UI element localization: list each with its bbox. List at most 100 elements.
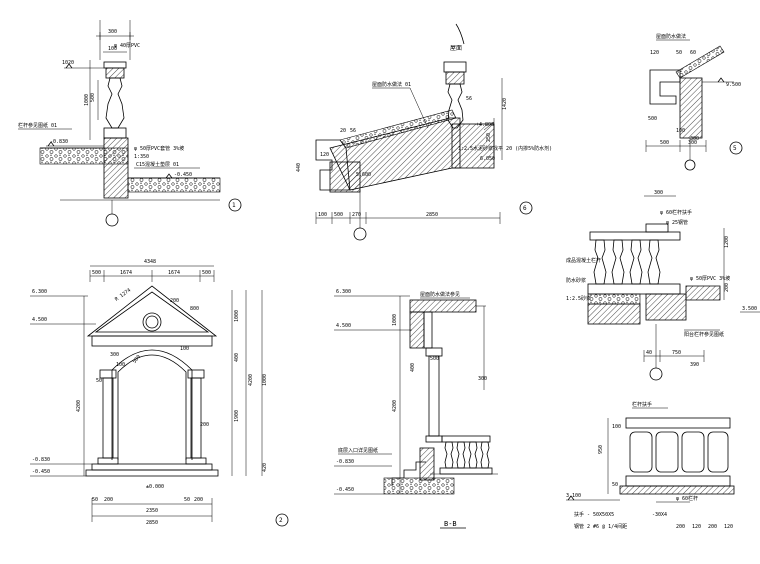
- e2-dim-4200a: 4200: [76, 400, 82, 412]
- bb-dim-1000: 1000: [392, 314, 398, 326]
- d6-level-5600: 5.600: [356, 172, 371, 178]
- bb-level-4500: 4.500: [336, 323, 351, 329]
- e2-level-neg0450: -0.450: [32, 469, 50, 475]
- dr-label-handrail: φ 60栏杆扶手: [660, 209, 692, 216]
- dr-label-screed: 1:2.5砂浆: [566, 295, 591, 302]
- d5-callout-circle: [729, 141, 743, 155]
- d6-callout: 6: [523, 205, 527, 212]
- d6-level-4800: +4.800: [476, 122, 494, 128]
- e2-dim-200: 200: [170, 298, 179, 304]
- e2-dim-radius: R 1274: [114, 287, 132, 302]
- bl-dim-120b: 120: [724, 524, 733, 530]
- d5-label-waterproof: 屋面防水做法: [656, 33, 686, 40]
- bl-level-3100: 3.100: [566, 493, 581, 499]
- e2-dim-500c: 300: [110, 352, 119, 358]
- e2-level-neg0830: -0.830: [32, 457, 50, 463]
- bl-panels: [629, 431, 729, 473]
- bl-dim-50: 50: [612, 482, 618, 488]
- bb-label-entrance: 底层入口详见图纸: [338, 447, 378, 454]
- bl-dim-120a: 120: [692, 524, 701, 530]
- e2-dim-50b: 50: [184, 497, 190, 503]
- bl-label-rail: 栏杆扶手: [632, 401, 652, 408]
- e2-dim-2850: 2850: [146, 520, 158, 526]
- bl-dim-200a: 200: [676, 524, 685, 530]
- d6-dim-2850: 2850: [426, 212, 438, 218]
- d5-dim-60: 60: [690, 50, 696, 56]
- d1-callout-circle: [228, 198, 242, 212]
- d6-callout-circle: [519, 201, 533, 215]
- e2-dim-200b: 200: [200, 422, 209, 428]
- bb-level-neg0830: -0.830: [336, 459, 354, 465]
- bl-label-bar: 扶手 - 50X50X5: [574, 511, 614, 518]
- e2-dim-400: 400: [234, 353, 240, 362]
- dr-dim-1200: 1200: [724, 236, 730, 248]
- d1-label-pvc: φ 50厚PVC套管 3%坡: [134, 145, 184, 152]
- bb-title: B-B: [444, 520, 457, 528]
- e2-dim-100b: 100: [180, 346, 189, 352]
- d5-dim-120: 120: [650, 50, 659, 56]
- detail-5-cornice-section: 屋面防水做法 120 50 60 9.500 500 100 300 500 3…: [645, 33, 743, 171]
- bb-mark: 300: [478, 376, 487, 382]
- bb-dim-400: 400: [410, 363, 416, 372]
- bl-label-steel: 钢管 2 #6 @ 1/4间距: [574, 523, 627, 530]
- bb-level-6300: 6.300: [336, 289, 351, 295]
- bb-label-roof: 屋面防水做法参见: [420, 291, 460, 298]
- e2-dim-total: 4348: [144, 259, 156, 265]
- d6-dim-1420: 1420: [502, 98, 508, 110]
- d5-dim-300b: 300: [688, 140, 697, 146]
- d5-dim-300: 300: [690, 136, 699, 142]
- bl-label-flat: -30X4: [652, 512, 667, 518]
- e2-dim-50a: 50: [92, 497, 98, 503]
- bl-dim-100: 100: [612, 424, 621, 430]
- e2-dim-arch: 500: [132, 354, 142, 365]
- d6-dim-270: 270: [352, 212, 361, 218]
- dr-dim-750: 750: [672, 350, 681, 356]
- bb-dim-4200: 4200: [392, 400, 398, 412]
- bb-dim-500: 500: [430, 356, 439, 362]
- d1-level-neg0450: -0.450: [174, 172, 192, 178]
- d1-label-rail-ref: 栏杆参见图纸 01: [18, 122, 57, 129]
- e2-dim-50: 50: [96, 378, 102, 384]
- d1-label-pipe: φ 40厚PVC: [114, 43, 140, 49]
- detail-1-railing-section: 300 φ 40厚PVC 100 1020 1000 500 栏杆参见图纸 01…: [18, 20, 242, 227]
- bl-dim-950: 950: [598, 445, 604, 454]
- d1-dim-100: 100: [108, 46, 117, 52]
- d1-label-cushion: C15混凝土垫层 01: [136, 161, 179, 168]
- bb-balusters: [444, 441, 490, 469]
- dr-label-drain: φ 50厚PVC 3%坡: [690, 275, 730, 282]
- dr-label-mortar: 防水砂浆: [566, 277, 586, 284]
- dr-dim-200: 200: [724, 283, 730, 292]
- dr-label-pipe: φ 25钢管: [666, 219, 688, 226]
- e2-dim-200c: 200: [104, 497, 113, 503]
- e2-dim-1000a: 1000: [234, 310, 240, 322]
- d6-label-waterproof: 屋面防水做法 01: [372, 81, 411, 88]
- d6-label-roof: 屋面: [450, 45, 462, 52]
- dr-label-ref: 阳台栏杆参见图纸: [684, 331, 724, 338]
- e2-dim-500a: 500: [92, 270, 101, 276]
- d5-dim-500: 500: [648, 116, 657, 122]
- d6-dim-120: 120: [320, 152, 329, 158]
- d1-callout: 1: [232, 202, 236, 209]
- dr-dim-40: 40: [646, 350, 652, 356]
- e2-level-6300: 6.300: [32, 289, 47, 295]
- dr-dim-300: 300: [654, 190, 663, 196]
- section-b-b: 屋面防水做法参见 300 6.300 4.500 -0.830: [334, 289, 498, 529]
- d1-dim-1000: 1000: [84, 94, 90, 106]
- d5-dim-500b: 500: [660, 140, 669, 146]
- d5-level-9500: 9.500: [726, 82, 741, 88]
- bb-level-neg0450: -0.450: [336, 487, 354, 493]
- detail-balcony-railing: 300 φ 60栏杆扶手 φ 25钢管 成品混凝土栏杆 防水砂浆 1:2.5砂浆…: [566, 190, 760, 381]
- dr-balusters: [593, 239, 661, 285]
- bl-dim-200b: 200: [708, 524, 717, 530]
- d6-label-mortar: 1:2.5水泥砂浆找平 20 (内掺5%防水剂): [458, 145, 552, 152]
- e2-dim-1674b: 1674: [168, 270, 180, 276]
- d6-dim-100: 100: [318, 212, 327, 218]
- e2-dim-4200c: 1000: [262, 374, 268, 386]
- dr-label-concrete: 成品混凝土栏杆: [566, 257, 601, 264]
- d5-callout: 5: [733, 145, 737, 152]
- e2-dim-200d: 200: [194, 497, 203, 503]
- e2-dim-800: 800: [190, 306, 199, 312]
- d6-dim-20: 20: [340, 128, 346, 134]
- d5-dim-50: 50: [676, 50, 682, 56]
